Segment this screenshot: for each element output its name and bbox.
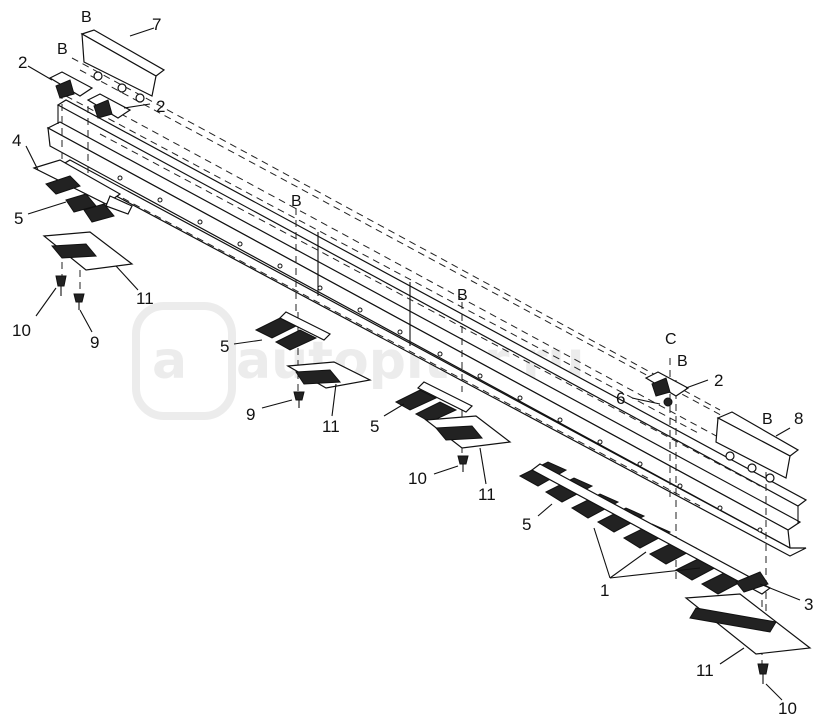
callout-11: 11 (322, 417, 340, 436)
cutter-bar (46, 99, 808, 557)
bolt-9-left (73, 293, 85, 310)
plate-11-center (286, 361, 372, 389)
callout-2: 2 (18, 53, 27, 72)
callout-3: 3 (804, 595, 813, 614)
guard-group-5b (254, 311, 332, 351)
guard-group-left (32, 159, 133, 223)
callout-5: 5 (14, 209, 23, 228)
callout-6: 6 (616, 389, 625, 408)
callout-5: 5 (370, 417, 379, 436)
callout-5: 5 (522, 515, 531, 534)
bolt-9-center (293, 391, 305, 408)
leader-lines (25, 27, 801, 701)
callout-2: 2 (714, 371, 723, 390)
cover-plate-8 (715, 411, 800, 483)
ref-letter-b: B (81, 9, 92, 26)
svg-text:a: a (152, 331, 187, 391)
callout-11: 11 (136, 289, 154, 308)
ref-letter-b: B (762, 411, 773, 428)
ref-letter-b: B (677, 353, 688, 370)
callout-11: 11 (478, 485, 496, 504)
bolt-10-left (55, 275, 67, 296)
bolt-10-right (757, 663, 769, 684)
plate-11-right (684, 593, 812, 655)
ref-letter-b: B (457, 287, 468, 304)
callout-10: 10 (408, 469, 427, 488)
callout-4: 4 (12, 131, 21, 150)
callout-8: 8 (794, 409, 803, 428)
callout-11: 11 (696, 661, 714, 680)
callout-9: 9 (90, 333, 99, 352)
ref-letter-b: B (291, 193, 302, 210)
guard-group-5c (394, 381, 474, 423)
clip-2-left (48, 71, 94, 99)
callout-5: 5 (220, 337, 229, 356)
plate-11-left (42, 231, 134, 271)
callout-7: 7 (152, 15, 161, 34)
clip-2-right (644, 371, 690, 397)
callout-10: 10 (778, 699, 797, 718)
cover-plate-7 (80, 29, 166, 103)
callout-1: 1 (600, 581, 609, 600)
bolt-6 (663, 397, 673, 407)
bolt-10-mid (457, 455, 469, 472)
plate-11-mid (424, 415, 512, 449)
ref-letter-c: C (665, 331, 677, 348)
callout-2: 2 (156, 97, 165, 116)
ref-letter-b: B (57, 41, 68, 58)
callout-10: 10 (12, 321, 31, 340)
callout-9: 9 (246, 405, 255, 424)
clip-2-center (86, 93, 132, 119)
